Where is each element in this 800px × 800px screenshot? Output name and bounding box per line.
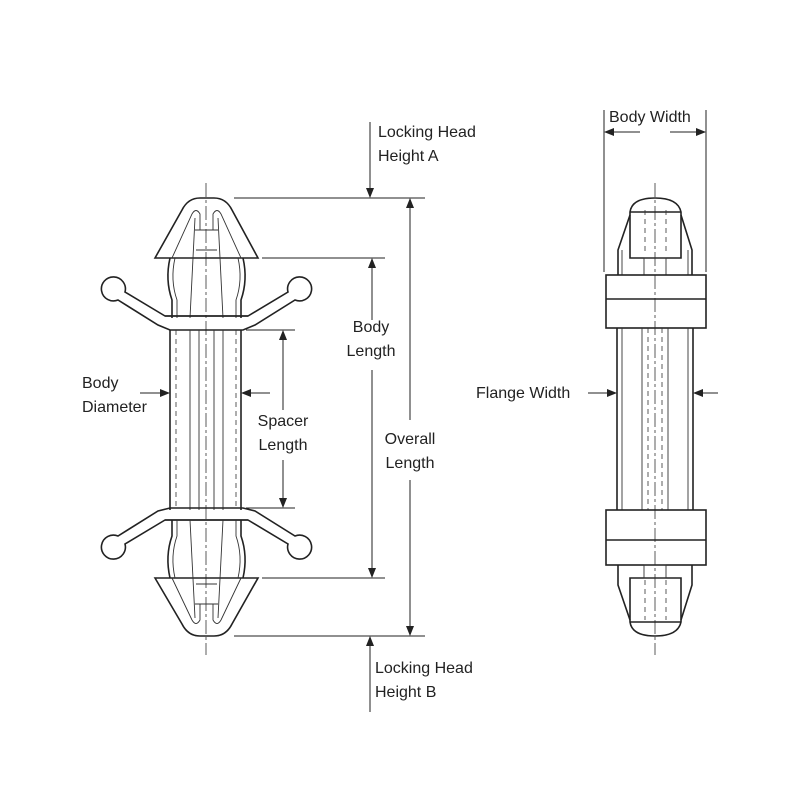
side-body [616,328,694,510]
side-view [605,183,707,655]
flange-width-label: Flange Width [476,385,571,402]
top-locking-head [153,197,260,319]
overall-length-label: Overall Length [380,428,440,476]
label-line: Length [385,455,435,472]
body-diameter-label: Body Diameter [82,372,147,420]
locking-head-height-a-label: Locking Head Height A [378,121,476,169]
front-view [100,183,313,655]
bottom-flange-wings [100,507,313,560]
side-top-head [617,197,693,276]
side-top-flange [605,274,707,329]
top-flange-wings [100,276,313,331]
side-bottom-flange [605,509,707,566]
label-line: Height A [378,148,439,165]
label-line: Height B [375,684,437,701]
label-line: Body [352,319,390,336]
body-width-label: Body Width [609,109,691,126]
bottom-locking-head [153,519,260,637]
label-line: Locking Head [375,660,473,677]
label-line: Locking Head [378,124,476,141]
dimension-lines-side [588,110,718,397]
label-line: Body [82,375,119,392]
side-bottom-head [617,564,693,637]
spacer-length-label: Spacer Length [252,410,314,458]
dimension-lines-front [140,122,425,712]
label-line: Diameter [82,399,147,416]
body-length-label: Body Length [343,316,399,364]
label-line: Length [258,437,308,454]
locking-head-height-b-label: Locking Head Height B [375,657,473,705]
body-tube [169,330,242,510]
label-line: Overall [384,431,436,448]
label-line: Length [346,343,396,360]
label-line: Spacer [257,413,309,430]
